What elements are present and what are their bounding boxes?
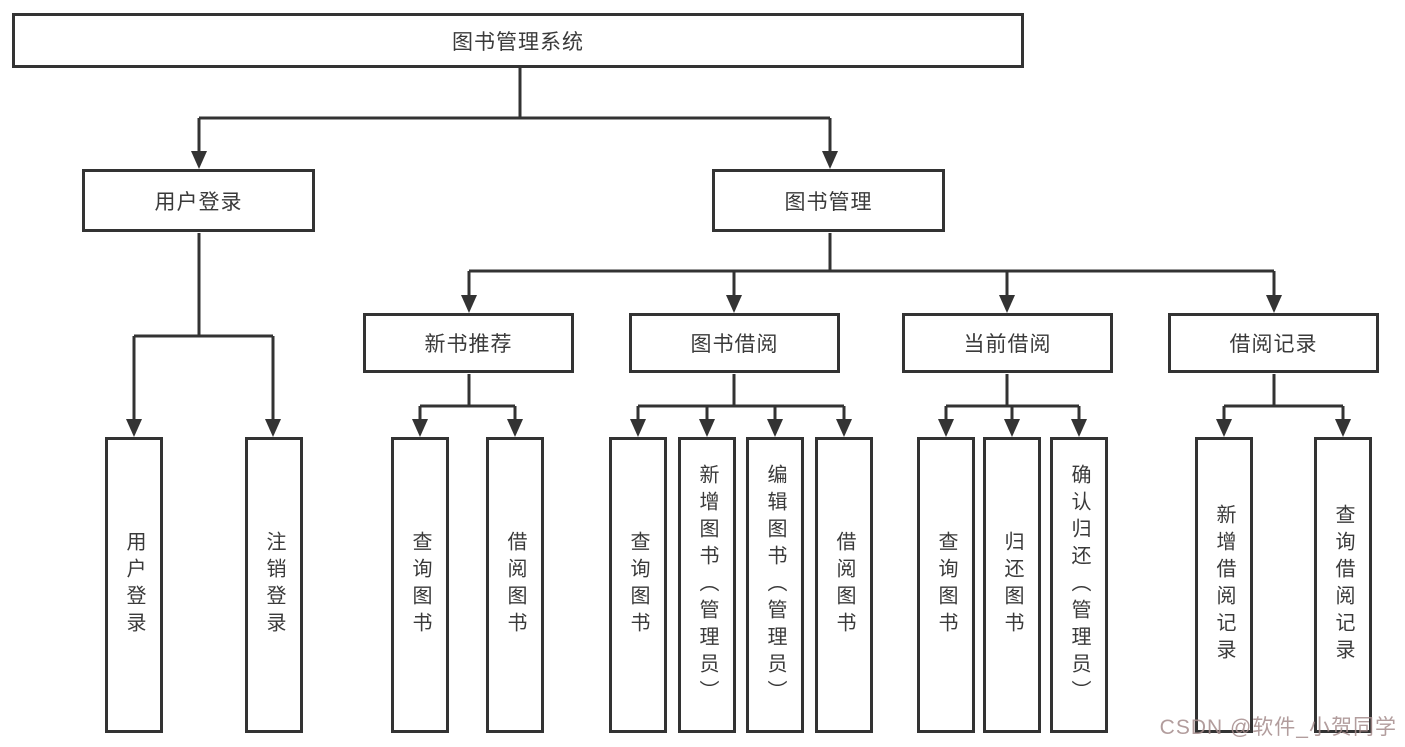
node-leaf-return-books: 归还图书 <box>983 437 1041 733</box>
node-leaf-add-borrow-record: 新增借阅记录 <box>1195 437 1253 733</box>
node-leaf-borrow-books-1: 借阅图书 <box>486 437 544 733</box>
node-label: 查询图书 <box>935 531 957 639</box>
node-leaf-borrow-books-2: 借阅图书 <box>815 437 873 733</box>
node-book-management: 图书管理 <box>712 169 945 232</box>
node-label: 图书管理 <box>784 190 873 214</box>
node-label: 新书推荐 <box>424 333 513 356</box>
node-leaf-query-books-1: 查询图书 <box>391 437 449 733</box>
node-label: 借阅记录 <box>1229 333 1318 356</box>
node-leaf-query-books-2: 查询图书 <box>609 437 667 733</box>
node-label: 归还图书 <box>1001 531 1023 639</box>
node-label: 新增图书（管理员） <box>696 463 718 707</box>
csdn-watermark: CSDN @软件_小贺同学 <box>1159 716 1397 739</box>
node-label: 图书管理系统 <box>452 30 584 54</box>
node-label: 新增借阅记录 <box>1213 504 1235 666</box>
node-label: 注销登录 <box>263 531 285 639</box>
node-label: 查询图书 <box>409 531 431 639</box>
node-label: 查询借阅记录 <box>1332 504 1354 666</box>
node-leaf-query-books-3: 查询图书 <box>917 437 975 733</box>
node-leaf-confirm-return-admin: 确认归还（管理员） <box>1050 437 1108 733</box>
node-leaf-query-borrow-record: 查询借阅记录 <box>1314 437 1372 733</box>
node-book-borrowing: 图书借阅 <box>629 313 840 373</box>
node-label: 图书借阅 <box>690 333 779 356</box>
node-label: 编辑图书（管理员） <box>764 463 786 707</box>
node-leaf-edit-books-admin: 编辑图书（管理员） <box>746 437 804 733</box>
node-label: 当前借阅 <box>963 333 1052 356</box>
node-label: 用户登录 <box>123 531 145 639</box>
node-label: 用户登录 <box>154 190 243 214</box>
node-user-login: 用户登录 <box>82 169 315 232</box>
node-current-borrowing: 当前借阅 <box>902 313 1113 373</box>
node-leaf-add-books-admin: 新增图书（管理员） <box>678 437 736 733</box>
node-borrowing-records: 借阅记录 <box>1168 313 1379 373</box>
node-new-book-recommendation: 新书推荐 <box>363 313 574 373</box>
node-leaf-user-login: 用户登录 <box>105 437 163 733</box>
node-label: 确认归还（管理员） <box>1068 463 1090 707</box>
node-label: 借阅图书 <box>504 531 526 639</box>
node-library-management-system: 图书管理系统 <box>12 13 1024 68</box>
node-leaf-logout: 注销登录 <box>245 437 303 733</box>
node-label: 借阅图书 <box>833 531 855 639</box>
node-label: 查询图书 <box>627 531 649 639</box>
